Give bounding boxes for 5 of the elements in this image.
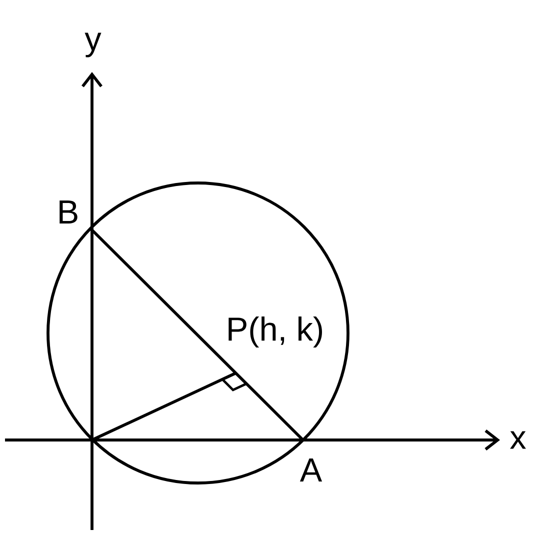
point-label: A [300, 458, 322, 482]
point-label: x [510, 431, 526, 449]
point-label: y [84, 32, 102, 58]
point-label: P(h, k) [228, 316, 322, 348]
point-label: B [60, 200, 78, 224]
